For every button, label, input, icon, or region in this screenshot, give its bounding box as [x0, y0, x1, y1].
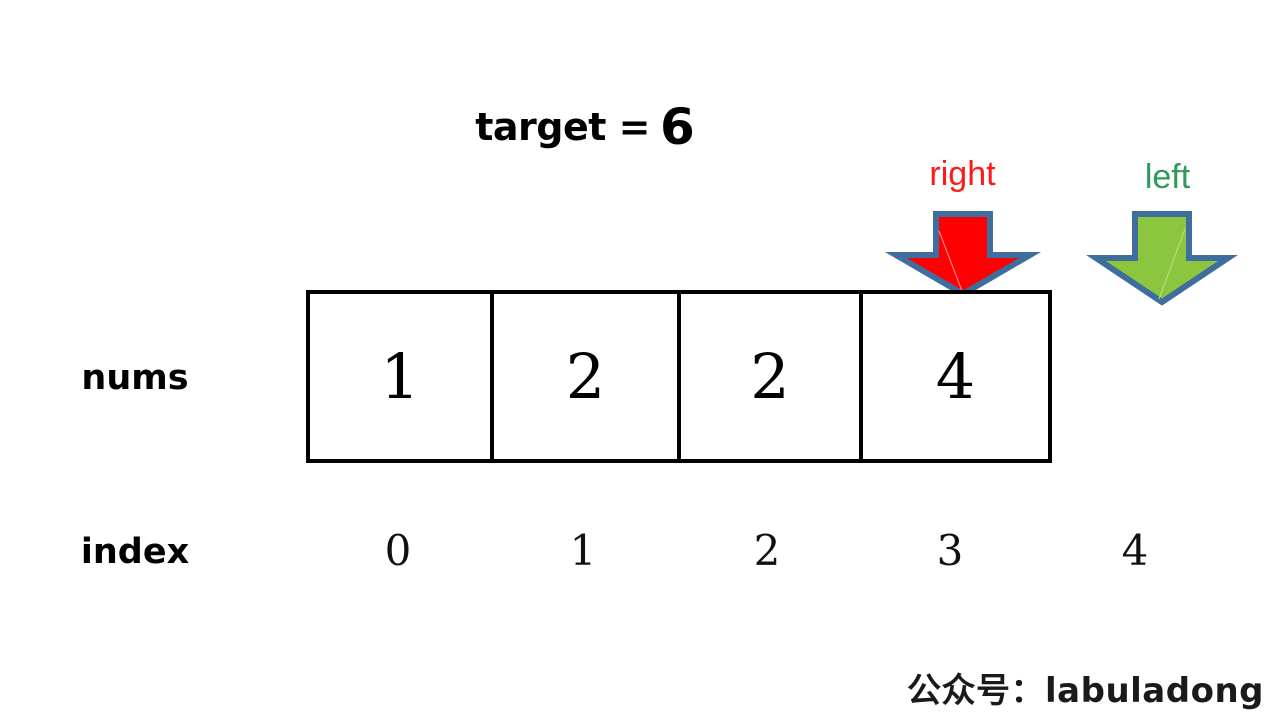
- index-value: 4: [1121, 526, 1149, 575]
- target-label: target =: [475, 105, 650, 149]
- array-cell-value: 2: [565, 339, 606, 413]
- index-value: 0: [384, 526, 412, 575]
- index-value: 3: [936, 526, 964, 575]
- watermark: 公众号：labuladong: [907, 671, 1264, 711]
- array-cell-value: 1: [380, 339, 420, 413]
- pointer-label-left: left: [1144, 158, 1191, 196]
- nums-array: 1 2 2 4: [306, 290, 1052, 463]
- array-cell[interactable]: 2: [494, 294, 681, 459]
- pointer-label-right: right: [929, 155, 996, 193]
- array-cell[interactable]: 1: [310, 294, 494, 459]
- target-title: target =6: [0, 98, 1170, 156]
- pointer-arrow-right: [884, 211, 1042, 298]
- index-value: 1: [569, 526, 597, 575]
- nums-row-label: nums: [81, 358, 189, 398]
- index-row-label: index: [80, 532, 190, 572]
- array-cell-value: 4: [935, 339, 976, 413]
- array-cell[interactable]: 4: [863, 294, 1048, 459]
- down-arrow-icon: [1086, 211, 1238, 306]
- target-value: 6: [659, 98, 695, 156]
- down-arrow-icon: [884, 211, 1042, 298]
- array-cell-value: 2: [750, 339, 790, 413]
- index-value: 2: [753, 526, 781, 575]
- array-cell[interactable]: 2: [681, 294, 863, 459]
- pointer-arrow-left: [1086, 211, 1238, 306]
